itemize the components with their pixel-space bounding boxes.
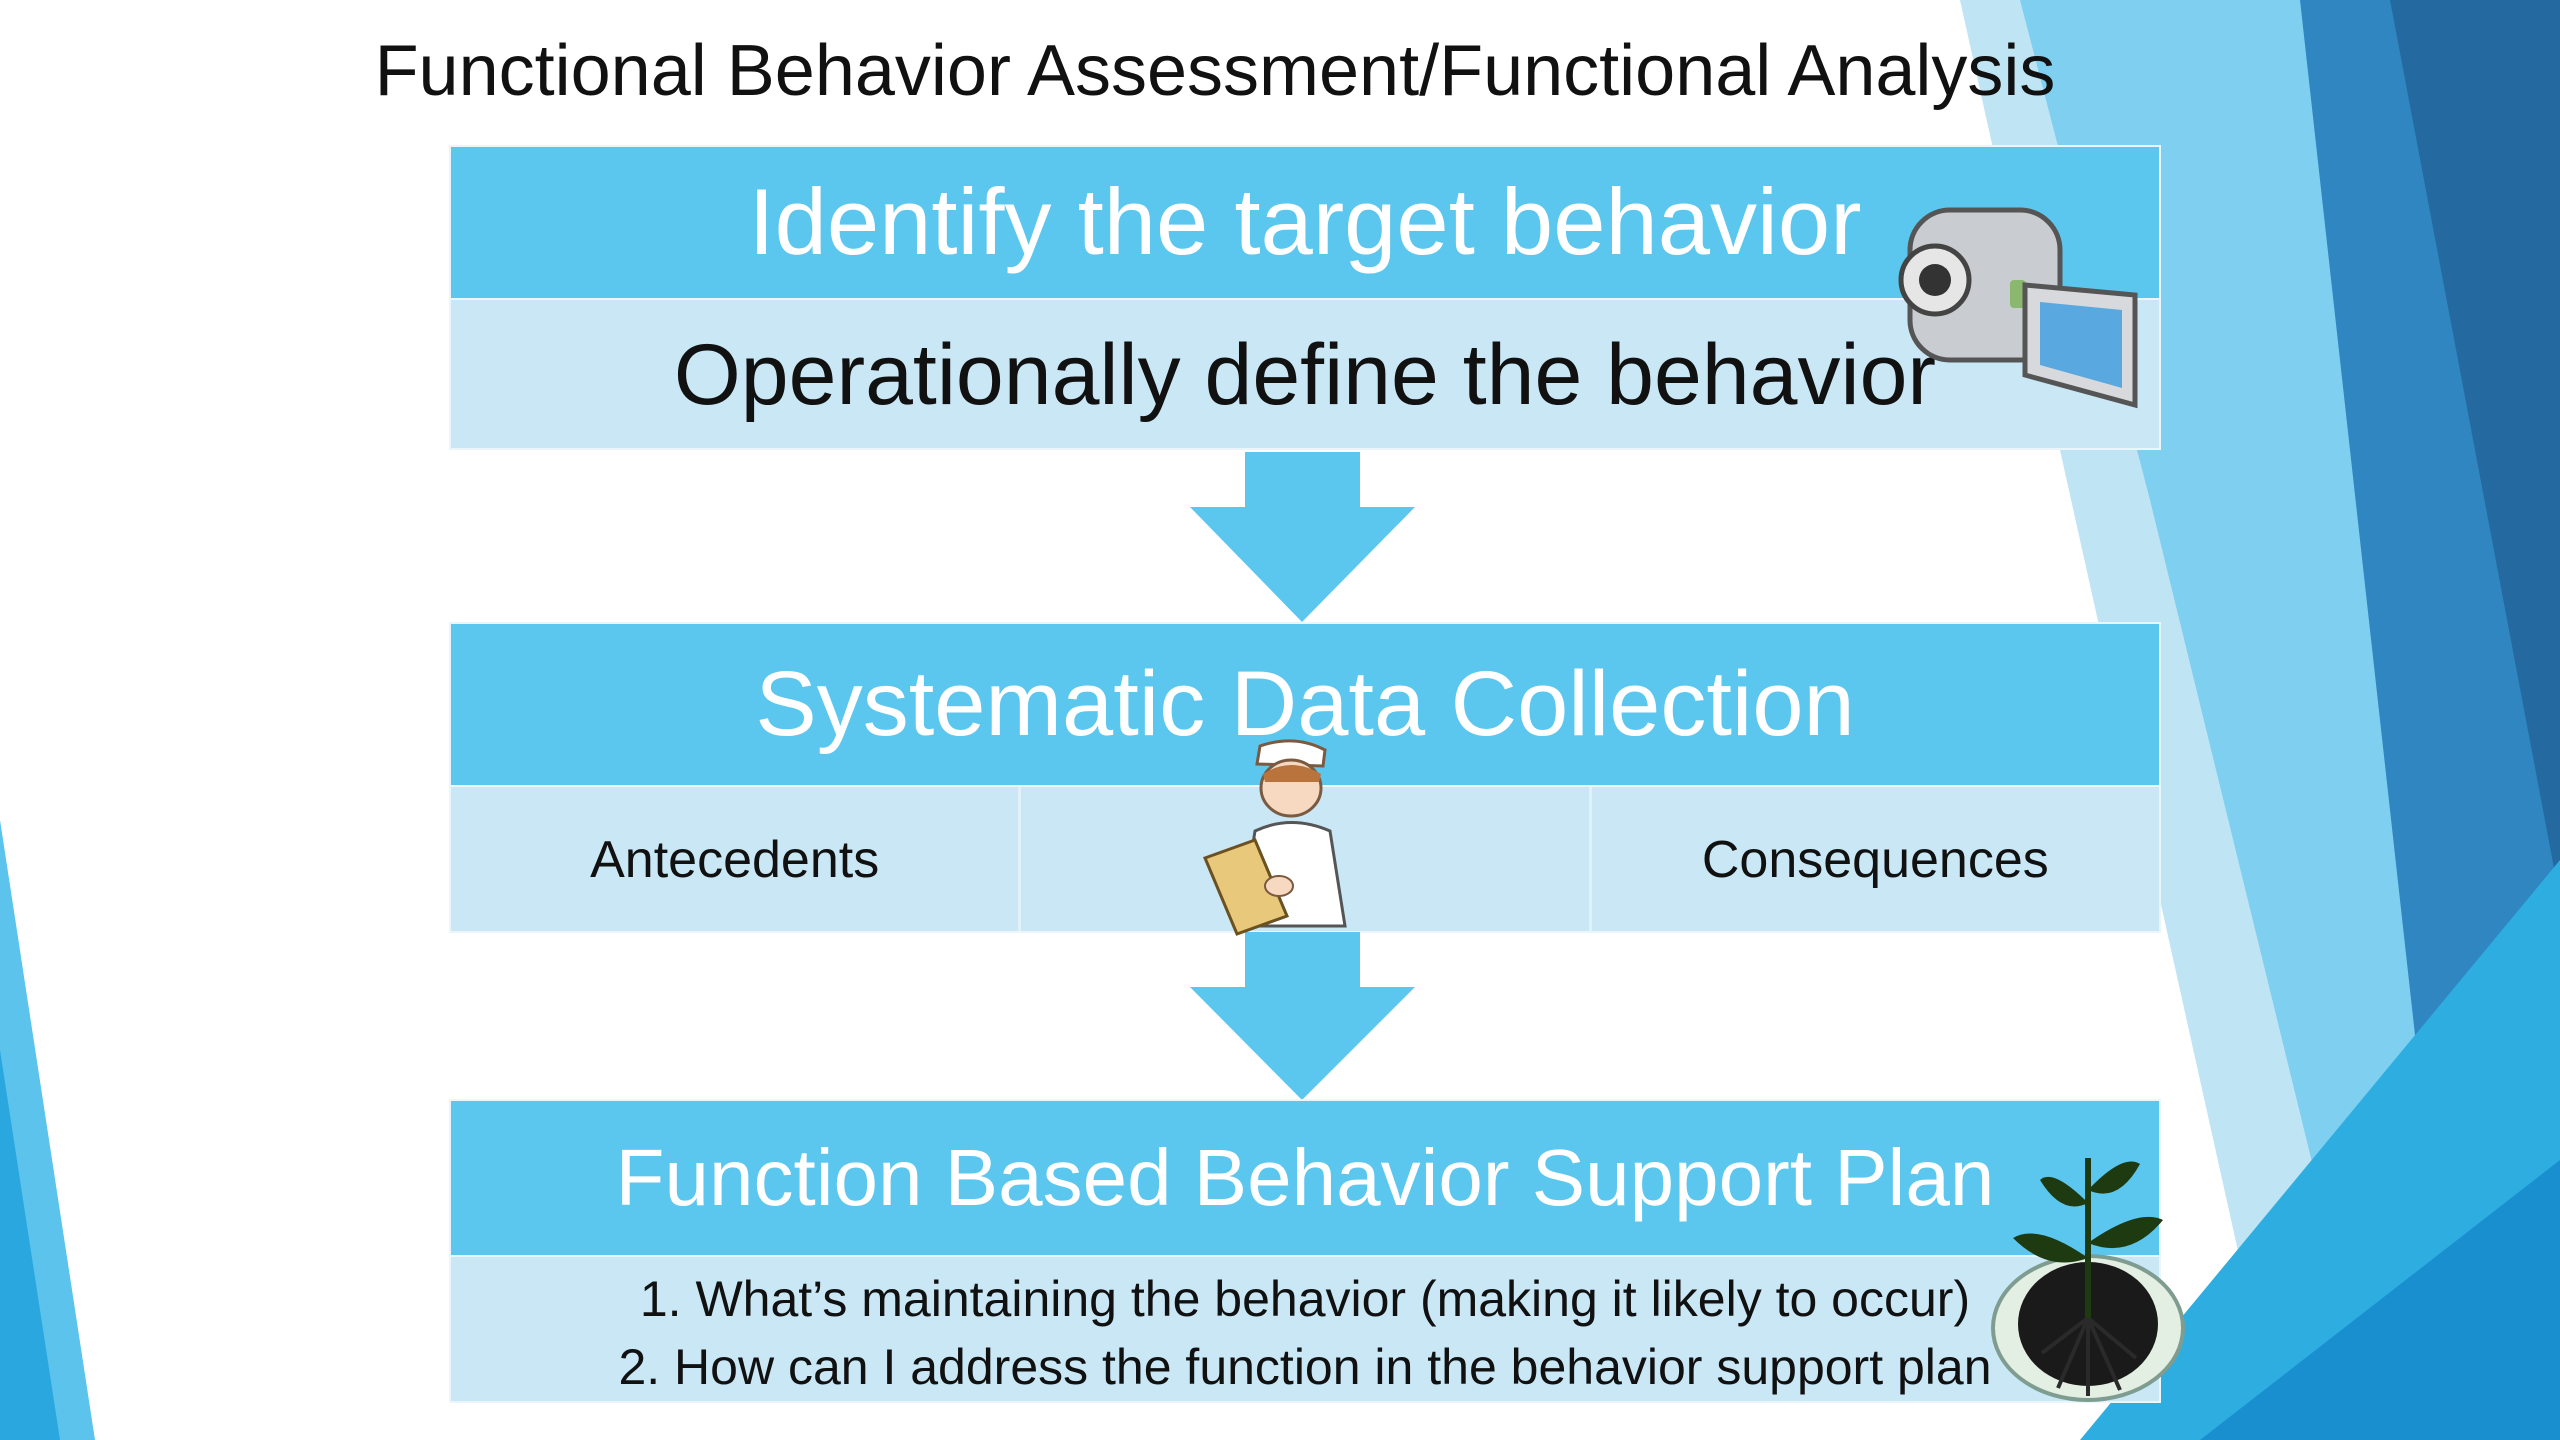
step-identify-behavior: Identify the target behavior Operational… [449,145,2161,450]
video-camera-icon [1898,207,2138,409]
page-title: Functional Behavior Assessment/Functiona… [374,31,2056,111]
step3-list: 1. What’s maintaining the behavior (maki… [449,1257,2161,1403]
middle-cell [1018,787,1588,931]
plant-roots-icon [1991,1158,2185,1402]
antecedents-label: Antecedents [590,831,880,889]
down-arrow-icon [1190,452,1415,622]
step3-heading: Function Based Behavior Support Plan [449,1099,2161,1257]
step-support-plan: Function Based Behavior Support Plan 1. … [449,1099,2161,1403]
step1-heading: Identify the target behavior [449,145,2161,300]
list-item: 2. How can I address the function in the… [618,1339,1992,1395]
step1-detail: Operationally define the behavior [449,300,2161,450]
down-arrow-icon [1190,932,1415,1100]
consequences-label: Consequences [1588,787,2159,931]
nurse-clipboard-icon [1203,739,1347,936]
list-item: 1. What’s maintaining the behavior (maki… [639,1271,1971,1327]
